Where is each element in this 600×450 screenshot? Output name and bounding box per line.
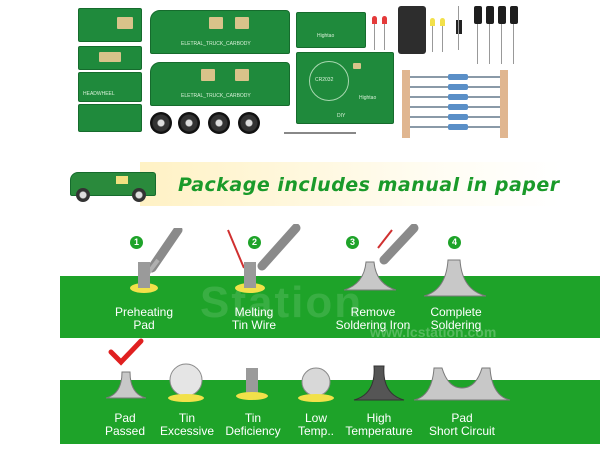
truck-wheel <box>132 188 146 202</box>
capacitor-leads <box>501 24 502 64</box>
capacitor <box>486 6 494 24</box>
result-label: Low Temp.. <box>297 411 334 438</box>
pcb-label: ELETRAL_TRUCK_CARBODY <box>181 93 251 99</box>
truck-wheel <box>76 188 90 202</box>
truck-icon <box>68 164 158 204</box>
capacitor-leads <box>489 24 490 64</box>
pcb-window <box>201 69 215 81</box>
step-number: 2 <box>248 236 261 249</box>
pcb-window <box>209 17 223 29</box>
result-tin-deficiency <box>236 368 268 400</box>
capacitor-leads <box>513 24 514 64</box>
result-label: Tin Excessive <box>159 411 215 438</box>
result-high-temp <box>353 365 405 401</box>
battery-holder <box>309 61 349 101</box>
capacitor <box>474 6 482 24</box>
step-1-illustration <box>130 228 183 293</box>
wheel <box>238 112 260 134</box>
resistor <box>410 84 500 90</box>
wheel <box>150 112 172 134</box>
wheel <box>208 112 230 134</box>
result-pad-passed <box>105 371 147 399</box>
result-label: Tin Deficiency <box>225 411 281 438</box>
step-number: 4 <box>448 236 461 249</box>
pcb-middle-top: Hightao <box>296 12 366 48</box>
wheel <box>178 112 200 134</box>
check-icon <box>108 338 144 366</box>
step-3-illustration <box>343 224 419 291</box>
resistor <box>410 104 500 110</box>
wire <box>284 132 356 134</box>
watermark-url: www.lcstation.com <box>370 324 497 340</box>
banner-glow <box>140 162 560 206</box>
step-label: Remove Soldering Iron <box>335 305 411 332</box>
resistor-tape-right <box>500 70 508 138</box>
pcb-small-2 <box>78 46 142 70</box>
pcb-pad <box>99 52 121 62</box>
pcb-pad <box>117 17 133 29</box>
resistor-tape-left <box>402 70 410 138</box>
led-legs <box>374 24 375 50</box>
result-label: Pad Short Circuit <box>428 411 496 438</box>
step-label: Complete Soldering <box>430 305 482 332</box>
banner-text: Package includes manual in paper <box>178 174 560 196</box>
truck-window <box>116 176 128 184</box>
resistor <box>410 124 500 130</box>
step-2-illustration <box>227 224 301 293</box>
pcb-small-3: HEADWHEEL <box>78 72 142 102</box>
led-red <box>372 16 377 24</box>
result-label: High Temperature <box>345 411 413 438</box>
step-number: 3 <box>346 236 359 249</box>
led-legs <box>384 24 385 50</box>
diode <box>456 20 462 34</box>
pcb-truck-body-2: ELETRAL_TRUCK_CARBODY <box>150 62 290 106</box>
pcb-pad <box>353 63 361 69</box>
pcb-corner-label: DIY <box>337 113 346 119</box>
pcb-window <box>235 17 249 29</box>
result-label: Pad Passed <box>104 411 146 438</box>
pcb-logo: Hightao <box>317 33 335 39</box>
resistor <box>410 94 500 100</box>
results-band <box>60 380 600 444</box>
step-label: Melting Tin Wire <box>231 305 277 332</box>
pcb-window <box>235 69 249 81</box>
capacitor <box>510 6 518 24</box>
diode-lead <box>458 6 459 50</box>
led-yellow <box>440 18 445 26</box>
pcb-small-1 <box>78 8 142 42</box>
result-short-circuit <box>413 367 511 401</box>
led-legs <box>442 26 443 52</box>
step-number: 1 <box>130 236 143 249</box>
led-red <box>382 16 387 24</box>
result-low-temp <box>298 367 334 402</box>
led-yellow <box>430 18 435 26</box>
slide-switch <box>398 6 426 54</box>
led-legs <box>432 26 433 52</box>
battery-label: CR2032 <box>315 77 334 83</box>
pcb-truck-body-1: ELETRAL_TRUCK_CARBODY <box>150 10 290 54</box>
step-4-illustration <box>423 259 487 297</box>
watermark-text: Station <box>200 278 364 327</box>
step-label: Preheating Pad <box>114 305 174 332</box>
pcb-logo: Hightao <box>359 95 377 101</box>
pcb-battery-board: CR2032 Hightao DIY <box>296 52 394 124</box>
pcb-label: ELETRAL_TRUCK_CARBODY <box>181 41 251 47</box>
pcb-label: HEADWHEEL <box>83 91 115 97</box>
capacitor <box>498 6 506 24</box>
resistor <box>410 74 500 80</box>
capacitor-leads <box>477 24 478 64</box>
pcb-small-4 <box>78 104 142 132</box>
result-tin-excessive <box>168 363 204 402</box>
resistor <box>410 114 500 120</box>
